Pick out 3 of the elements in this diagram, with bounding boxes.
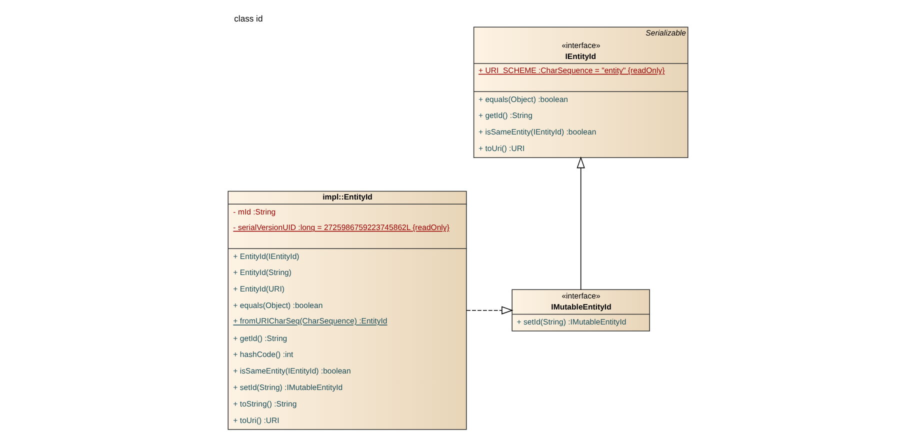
arrow [466, 306, 513, 314]
arrow [576, 156, 584, 290]
diagram-title: class id [234, 14, 262, 24]
